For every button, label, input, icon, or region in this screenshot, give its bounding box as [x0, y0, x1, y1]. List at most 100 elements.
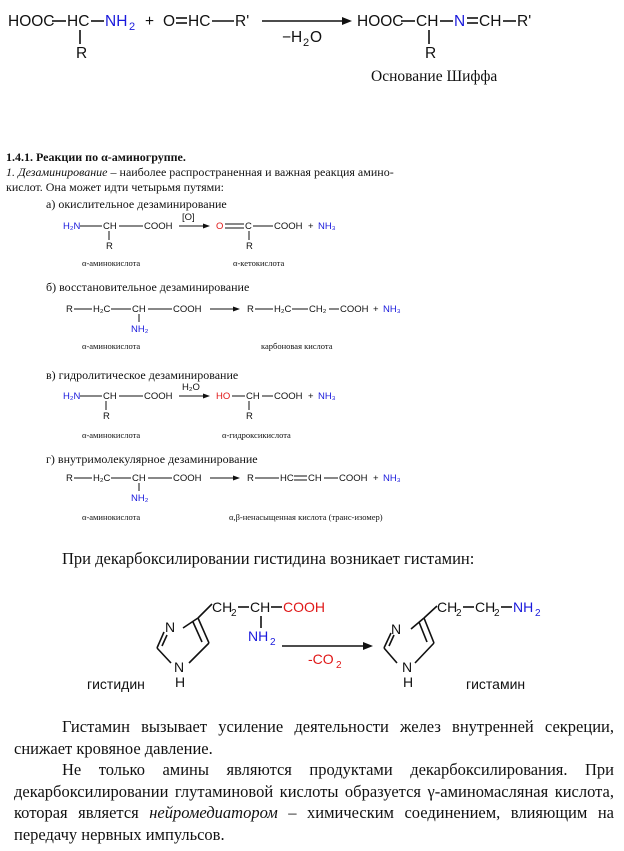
rxb-h2c: H₂C	[93, 304, 111, 315]
rxc-caption-left: α-аминокислота	[82, 430, 141, 440]
schiff-r: R	[76, 45, 87, 62]
histamine-ring-nh-n: N	[402, 659, 412, 675]
schiff-p-ch: CH	[416, 13, 438, 30]
rxc-nh3: NH₃	[318, 391, 336, 402]
histamine-nh2: NH	[513, 599, 533, 615]
rxa-o: O	[216, 221, 223, 232]
rxb-caption-right: карбоновая кислота	[261, 341, 333, 351]
reaction-c: H₂N CH COOH R H₂O HO CH COOH + NH₃ R	[63, 382, 336, 422]
rxc-ch: CH	[103, 391, 117, 402]
rxc-p-cooh: COOH	[274, 391, 303, 402]
reaction-d: R H₂C CH COOH NH₂ R HC CH COOH + NH₃	[66, 473, 401, 504]
histidine-ch2: CH	[212, 599, 232, 615]
rxb-p-r: R	[247, 304, 254, 315]
rxc-h2n: H₂N	[63, 391, 81, 402]
rxd-caption-right: α,β-ненасыщенная кислота (транс-изомер)	[229, 512, 383, 522]
rxa-caption-left: α-аминокислота	[82, 258, 141, 268]
rxd-ch: CH	[132, 473, 146, 484]
rxb-label: б) восстановительное дезаминирование	[46, 280, 250, 294]
histamine-ring-n: N	[391, 621, 401, 637]
paragraph-2-a: Не только амины являются продуктами дека…	[14, 760, 614, 822]
rxd-nh3: NH₃	[383, 473, 401, 484]
rxc-p-ch: CH	[246, 391, 260, 402]
schiff-hooc: HOOC	[8, 13, 55, 30]
reaction-a: H₂N CH COOH R [O] O C COOH + NH₃ R	[63, 212, 336, 252]
rxb-ch: CH	[132, 304, 146, 315]
label-histidine: гистидин	[87, 676, 145, 692]
rxb-nh3: NH₃	[383, 304, 401, 315]
schiff-p-n: N	[454, 13, 465, 30]
rxd-r: R	[66, 473, 73, 484]
rxb-plus: +	[373, 304, 379, 315]
paragraph-2: Не только амины являются продуктами дека…	[14, 759, 614, 845]
histidine-ring-n: N	[165, 619, 175, 635]
histidine-ring-nh-h: H	[175, 674, 185, 690]
histidine-nh2-sub: 2	[270, 637, 276, 648]
schiff-nh-sub: 2	[129, 21, 135, 33]
schiff-p-rprime: R'	[517, 13, 531, 30]
rxd-p-hc: HC	[280, 473, 294, 484]
histamine-nh2-sub: 2	[535, 608, 541, 619]
reaction-b: R H₂C CH COOH NH₂ R H₂C CH₂ COOH + NH₃	[66, 304, 401, 335]
section-heading: 1.4.1. Реакции по α-аминогруппе.	[6, 150, 186, 164]
rxa-caption-right: α-кетокислота	[233, 258, 285, 268]
rxd-cooh: COOH	[173, 473, 202, 484]
histamine-cond-sub: 2	[336, 660, 342, 671]
paragraph-1: Гистамин вызывает усиление деятельности …	[14, 717, 614, 758]
histamine-ch2a-sub: 2	[456, 608, 462, 619]
rxb-r: R	[66, 304, 73, 315]
rxc-cooh: COOH	[144, 391, 173, 402]
term-deamination: 1. Дезаминирование	[6, 165, 108, 179]
rxc-cond: H₂O	[182, 382, 200, 393]
rxa-r: R	[106, 241, 113, 252]
schiff-aldehyde-hc: HC	[188, 13, 210, 30]
paragraph-2-b: – химическим соединением, влияющим на пе…	[14, 803, 614, 844]
section-line2: кислот. Она может идти четырьмя путями:	[6, 180, 224, 194]
schiff-reaction: HOOC HC NH 2 R + O HC R' −H 2 O HOOC CH …	[8, 13, 531, 62]
rxd-p-cooh: COOH	[339, 473, 368, 484]
schiff-nh: NH	[105, 13, 127, 30]
rxa-cooh: COOH	[144, 221, 173, 232]
histamine-ring-nh-h: H	[403, 674, 413, 690]
rxa-label: а) окислительное дезаминирование	[46, 197, 227, 211]
schiff-p-r: R	[425, 45, 436, 62]
histamine-cond: -CO	[308, 651, 334, 667]
histamine-ch2b-sub: 2	[494, 608, 500, 619]
rxb-p-cooh: COOH	[340, 304, 369, 315]
histidine-ring-nh-n: N	[174, 659, 184, 675]
histamine-reaction: N N H CH 2 CH COOH NH 2 гистидин -CO 2 N…	[87, 599, 541, 692]
rxc-caption-right: α-гидроксикислота	[222, 430, 291, 440]
rxb-cooh: COOH	[173, 304, 202, 315]
rxc-ho: HO	[216, 391, 230, 402]
histidine-cooh: COOH	[283, 599, 325, 615]
schiff-minus-sub: 2	[303, 37, 309, 49]
term-neurotransmitter: нейромедиатором	[149, 803, 278, 822]
schiff-hc: HC	[67, 13, 89, 30]
rxa-plus: +	[308, 221, 314, 232]
rxb-caption-left: α-аминокислота	[82, 341, 141, 351]
rxb-nh2: NH₂	[131, 324, 149, 335]
rxd-h2c: H₂C	[93, 473, 111, 484]
histidine-ch: CH	[250, 599, 270, 615]
section-line1: 1. Дезаминирование – наиболее распростра…	[6, 165, 394, 180]
rxb-p-ch2: CH₂	[309, 304, 327, 315]
schiff-p-ch2: CH	[479, 13, 501, 30]
schiff-plus: +	[145, 13, 154, 30]
rxd-p-ch: CH	[308, 473, 322, 484]
histamine-ch2a: CH	[437, 599, 457, 615]
rxc-r: R	[103, 411, 110, 422]
rxd-plus: +	[373, 473, 379, 484]
rxc-plus: +	[308, 391, 314, 402]
schiff-p-hooc: HOOC	[357, 13, 404, 30]
schiff-rprime: R'	[235, 13, 249, 30]
schiff-caption: Основание Шиффа	[371, 68, 498, 85]
histamine-ch2b: CH	[475, 599, 495, 615]
rxd-caption-left: α-аминокислота	[82, 512, 141, 522]
rxc-p-r: R	[246, 411, 253, 422]
rxa-cond: [O]	[182, 212, 195, 223]
label-histamine: гистамин	[466, 676, 525, 692]
rxa-ch: CH	[103, 221, 117, 232]
histidine-ch2-sub: 2	[231, 608, 237, 619]
section-line1-rest: – наиболее распространенная и важная реа…	[107, 165, 394, 179]
rxa-h2n: H₂N	[63, 221, 81, 232]
